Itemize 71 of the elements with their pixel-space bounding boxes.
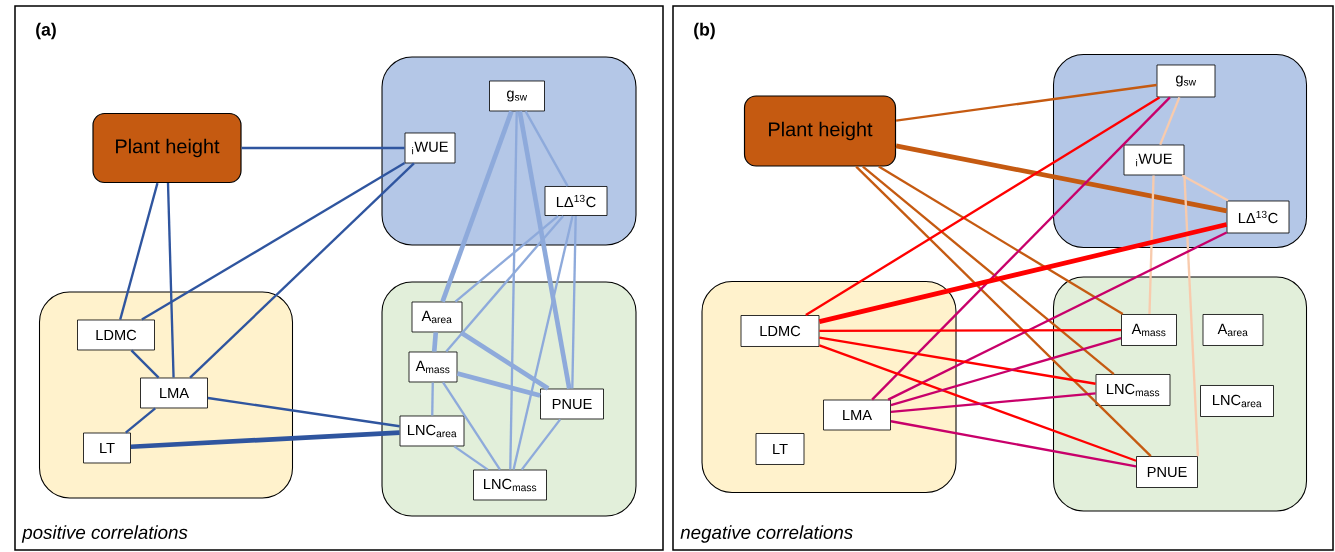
correlation-line bbox=[890, 336, 1122, 407]
trait-box: Plant height bbox=[743, 95, 897, 167]
trait-box: g$_{sw}$ bbox=[1156, 64, 1216, 98]
correlation-line bbox=[517, 111, 572, 389]
panel-caption: negative correlations bbox=[680, 525, 853, 543]
correlation-line bbox=[890, 420, 1137, 468]
panel-label: (a) bbox=[36, 22, 56, 40]
correlation-line bbox=[453, 445, 489, 471]
trait-box: Plant height bbox=[92, 112, 242, 184]
correlation-line bbox=[130, 349, 160, 379]
trait-box: LNC$_{mass}$ bbox=[1095, 374, 1171, 406]
correlation-line bbox=[871, 96, 1171, 401]
correlation-line bbox=[524, 110, 569, 187]
correlation-line bbox=[819, 336, 1096, 385]
correlation-line bbox=[241, 146, 405, 150]
correlation-line bbox=[431, 382, 434, 416]
trait-box: A$_{area}$ bbox=[1202, 314, 1264, 346]
trait-box: $_{i}$WUE bbox=[404, 132, 456, 164]
correlation-line bbox=[445, 215, 565, 353]
trait-box: A$_{mass}$ bbox=[1121, 314, 1177, 346]
correlation-line bbox=[456, 371, 541, 398]
correlation-line bbox=[805, 96, 1161, 317]
correlation-line bbox=[130, 430, 400, 450]
correlation-line bbox=[512, 215, 574, 470]
correlation-line bbox=[189, 162, 415, 379]
trait-box: LΔ$^{13}$C bbox=[1226, 200, 1290, 234]
trait-box: LMA bbox=[823, 399, 891, 431]
correlation-line bbox=[819, 328, 1122, 333]
correlation-line bbox=[459, 330, 550, 391]
correlation-line bbox=[520, 418, 562, 471]
trait-box: g$_{sw}$ bbox=[489, 80, 545, 112]
correlation-line bbox=[895, 83, 1157, 122]
correlation-line bbox=[509, 111, 518, 470]
correlation-line bbox=[855, 165, 1152, 457]
correlation-line bbox=[887, 231, 1228, 401]
trait-box: $_{i}$WUE bbox=[1123, 144, 1185, 176]
trait-box: LT bbox=[755, 433, 805, 465]
trait-box: LT bbox=[83, 432, 131, 464]
correlation-line bbox=[431, 332, 439, 352]
panel-caption: positive correlations bbox=[21, 525, 188, 543]
trait-box: LΔ$^{13}$C bbox=[544, 186, 608, 216]
correlation-line bbox=[890, 392, 1096, 414]
correlation-line bbox=[454, 215, 559, 303]
correlation-line bbox=[818, 222, 1228, 324]
correlation-line bbox=[1183, 175, 1200, 457]
correlation-line bbox=[207, 396, 400, 428]
correlation-line bbox=[1181, 174, 1229, 202]
panel-label: (b) bbox=[694, 22, 715, 40]
trait-box: LMA bbox=[140, 377, 208, 409]
correlation-line bbox=[119, 182, 159, 320]
correlation-line bbox=[571, 215, 577, 389]
correlation-line bbox=[1148, 175, 1155, 315]
correlation-line bbox=[442, 381, 501, 471]
trait-box: LNC$_{area}$ bbox=[399, 415, 465, 447]
trait-box: PNUE bbox=[540, 388, 604, 420]
trait-box: LNC$_{mass}$ bbox=[473, 469, 547, 501]
correlation-line bbox=[1159, 96, 1181, 146]
trait-box: LNC$_{area}$ bbox=[1200, 385, 1274, 417]
correlation-line bbox=[862, 165, 1115, 375]
correlation-line bbox=[895, 143, 1228, 214]
correlation-line bbox=[125, 407, 156, 434]
correlation-line bbox=[878, 165, 1124, 316]
correlation-line bbox=[819, 344, 1137, 462]
trait-box: PNUE bbox=[1136, 456, 1198, 488]
trait-box: LDMC bbox=[740, 315, 820, 347]
trait-box: A$_{mass}$ bbox=[408, 351, 458, 383]
correlation-line bbox=[166, 183, 175, 378]
trait-box: LDMC bbox=[77, 319, 155, 351]
trait-box: A$_{area}$ bbox=[411, 301, 463, 333]
correlation-line bbox=[440, 110, 514, 303]
correlation-line bbox=[141, 162, 406, 321]
